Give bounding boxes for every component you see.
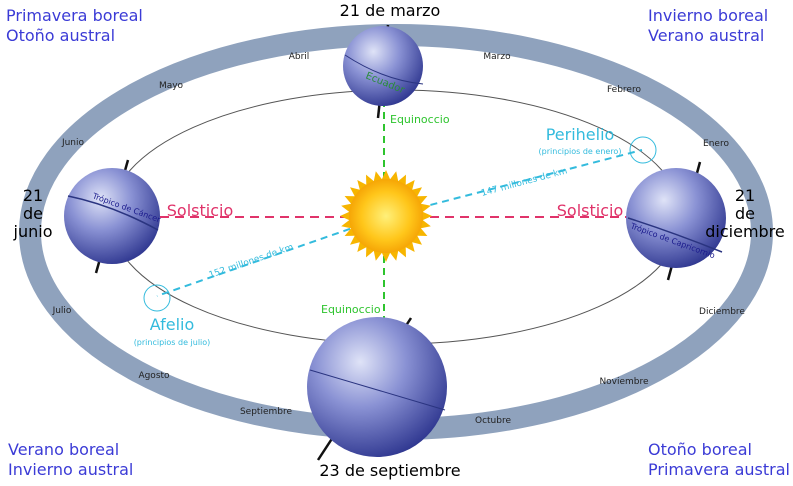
corner-label-top-left: Primavera boreal Otoño austral xyxy=(6,6,143,46)
season-north: Otoño boreal xyxy=(648,440,752,459)
perihelion-note: (principios de enero) xyxy=(539,147,622,156)
date-june-month: junio xyxy=(13,222,53,241)
date-june: 21 de junio xyxy=(0,187,66,241)
date-june-day: 21 xyxy=(22,186,44,205)
date-march-text: 21 de marzo xyxy=(339,1,441,20)
corner-label-top-right: Invierno boreal Verano austral xyxy=(648,6,768,46)
date-december-de: de xyxy=(735,204,755,223)
corner-label-bottom-left: Verano boreal Invierno austral xyxy=(8,440,133,480)
season-north: Invierno boreal xyxy=(648,6,769,25)
month-label-agosto: Agosto xyxy=(138,371,170,381)
sun xyxy=(340,170,432,262)
perihelion-distance-line xyxy=(383,149,643,218)
month-label-febrero: Febrero xyxy=(607,85,641,95)
corner-label-bottom-right: Otoño boreal Primavera austral xyxy=(648,440,790,480)
month-label-abril: Abril xyxy=(289,52,310,62)
season-south: Verano austral xyxy=(648,26,765,45)
aphelion-distance-line xyxy=(156,216,385,297)
solstice-label-right: Solsticio xyxy=(557,201,623,220)
date-march: 21 de marzo xyxy=(300,2,480,20)
season-south: Invierno austral xyxy=(8,460,134,479)
month-label-junio: Junio xyxy=(61,138,85,148)
earth-september xyxy=(307,317,447,461)
season-north: Primavera boreal xyxy=(6,6,143,25)
month-label-marzo: Marzo xyxy=(483,52,511,62)
aphelion-label: Afelio xyxy=(150,315,195,334)
month-label-mayo: Mayo xyxy=(159,81,184,91)
season-south: Primavera austral xyxy=(648,460,790,479)
perihelion-marker xyxy=(629,136,657,164)
month-label-julio: Julio xyxy=(52,306,72,316)
season-north: Verano boreal xyxy=(8,440,120,459)
earth-december: Trópico de Capricornio xyxy=(626,161,726,281)
equinox-label-bottom: Equinoccio xyxy=(321,303,381,316)
month-label-septiembre: Septiembre xyxy=(240,407,293,417)
season-south: Otoño austral xyxy=(6,26,116,45)
month-label-enero: Enero xyxy=(703,139,729,149)
aphelion-note: (principios de julio) xyxy=(134,338,211,347)
aphelion-marker xyxy=(143,284,171,312)
date-december: 21 de diciembre xyxy=(700,187,790,241)
earth-june: Trópico de Cáncer xyxy=(64,159,163,274)
date-september: 23 de septiembre xyxy=(290,462,490,480)
perihelion-distance-label: 147 millones de km xyxy=(480,166,568,199)
month-label-diciembre: Diciembre xyxy=(699,307,745,317)
date-june-de: de xyxy=(23,204,43,223)
earth-march: Ecuador xyxy=(343,24,424,119)
equinox-label-top: Equinoccio xyxy=(390,113,450,126)
aphelion-distance-label: 152 millones de km xyxy=(208,243,295,281)
date-december-day: 21 xyxy=(734,186,756,205)
solstice-label-left: Solsticio xyxy=(167,201,233,220)
date-september-text: 23 de septiembre xyxy=(319,461,461,480)
perihelion-label: Perihelio xyxy=(546,125,615,144)
month-label-noviembre: Noviembre xyxy=(599,377,649,387)
date-december-month: diciembre xyxy=(705,222,785,241)
month-label-octubre: Octubre xyxy=(475,416,511,426)
